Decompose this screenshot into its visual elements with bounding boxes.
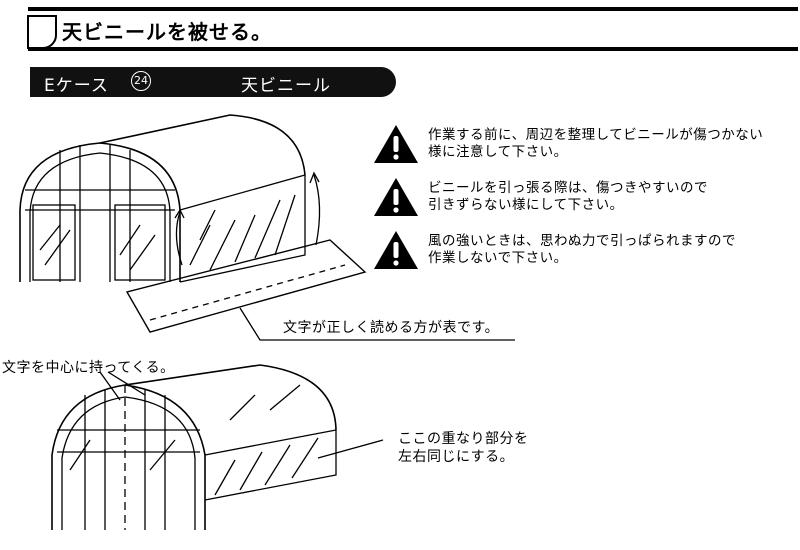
warning-triangle-icon — [374, 125, 418, 163]
warning-item-1: 作業する前に、周辺を整理してビニールが傷つかない 様に注意して下さい。 — [373, 124, 788, 166]
warning-triangle-icon — [374, 231, 418, 269]
case-bar: Eケース 24 天ビニール — [30, 67, 396, 97]
warning-text: 風の強いときは、思わぬ力で引っぱられますので 作業しないで下さい。 — [428, 233, 736, 266]
warning-item-2: ビニールを引っ張る際は、傷つきやすいので 引きずらない様にして下さい。 — [373, 177, 788, 219]
step-title: 天ビニールを被せる。 — [62, 20, 272, 44]
diagram-1-greenhouse — [19, 114, 515, 341]
header-top-rule — [28, 7, 798, 11]
diagram-1-callout: 文字が正しく読める方が表です。 — [283, 320, 500, 336]
warning-text: ビニールを引っ張る際は、傷つきやすいので 引きずらない様にして下さい。 — [428, 180, 708, 213]
diagram-2-callout-top: 文字を中心に持ってくる。 — [2, 360, 175, 376]
case-item-label: 天ビニール — [241, 76, 331, 96]
case-number-badge: 24 — [131, 71, 151, 91]
warning-text: 作業する前に、周辺を整理してビニールが傷つかない 様に注意して下さい。 — [428, 127, 764, 160]
diagram-2-greenhouse — [51, 364, 384, 530]
header-bottom-rule — [28, 47, 798, 51]
warning-item-3: 風の強いときは、思わぬ力で引っぱられますので 作業しないで下さい。 — [373, 230, 788, 272]
warning-triangle-icon — [374, 178, 418, 216]
case-label: Eケース — [44, 76, 109, 96]
diagram-2-callout-right: ここの重なり部分を 左右同じにする。 — [398, 431, 529, 465]
